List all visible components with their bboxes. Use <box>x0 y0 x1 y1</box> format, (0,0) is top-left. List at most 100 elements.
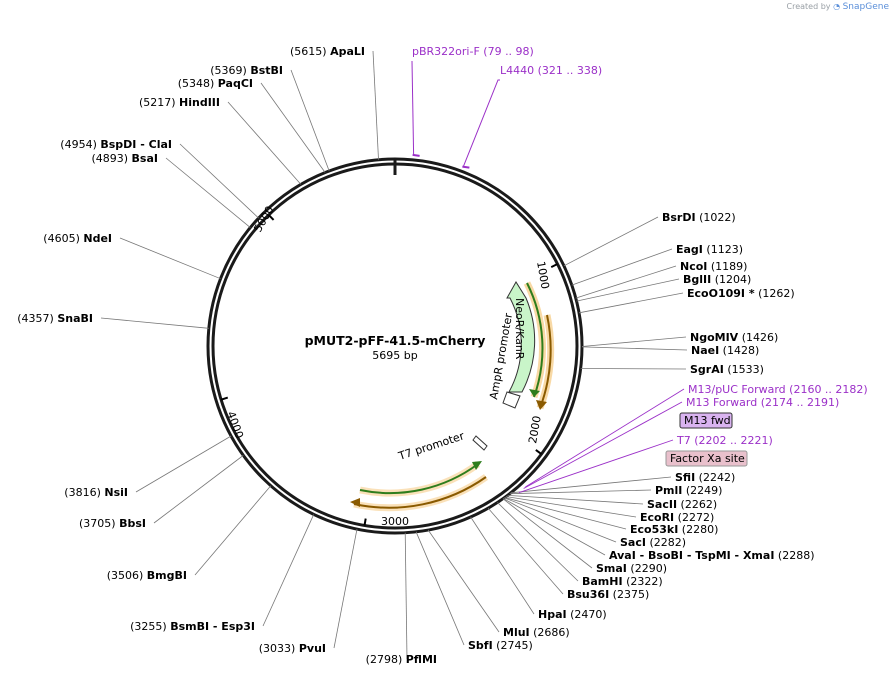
enzyme-site-bamhi[interactable]: BamHI (2322) <box>582 575 663 588</box>
primer-name: M13 Forward <box>686 396 757 409</box>
enzyme-position: (2470) <box>567 608 607 621</box>
plasmid-size: 5695 bp <box>372 349 417 362</box>
primer-pbr322ori-f[interactable]: pBR322ori-F (79 .. 98) <box>412 45 534 58</box>
factor-xa-label: Factor Xa site <box>670 452 745 465</box>
enzyme-position: (2272) <box>674 511 714 524</box>
svg-text:BamHI (2322): BamHI (2322) <box>582 575 663 588</box>
enzyme-site-sacii[interactable]: SacII (2262) <box>647 498 717 511</box>
enzyme-name: SgrAI <box>690 363 724 376</box>
enzyme-site-sbfi[interactable]: SbfI (2745) <box>468 639 533 652</box>
svg-text:pBR322ori-F (79 .. 98): pBR322ori-F (79 .. 98) <box>412 45 534 58</box>
primer-m13-forward[interactable]: M13 Forward (2174 .. 2191) <box>686 396 839 409</box>
svg-text:M13 Forward (2174 .. 2191): M13 Forward (2174 .. 2191) <box>686 396 839 409</box>
primer-l4440[interactable]: L4440 (321 .. 338) <box>500 64 602 77</box>
enzyme-position: (5369) <box>210 64 250 77</box>
svg-text:EcoRI (2272): EcoRI (2272) <box>640 511 714 524</box>
plasmid-name: pMUT2-pFF-41.5-mCherry <box>305 333 486 348</box>
enzyme-site-hpai[interactable]: HpaI (2470) <box>538 608 607 621</box>
tick-mark-1000 <box>550 263 558 269</box>
enzyme-site-pmli[interactable]: PmlI (2249) <box>655 484 722 497</box>
svg-text:(4893) BsaI: (4893) BsaI <box>91 152 158 165</box>
enzyme-site-hindiii[interactable]: (5217) HindIII <box>139 96 220 109</box>
svg-text:(5615) ApaLI: (5615) ApaLI <box>290 45 365 58</box>
enzyme-position: (5348) <box>178 77 218 90</box>
enzyme-site-naei[interactable]: NaeI (1428) <box>691 344 759 357</box>
enzyme-position: (3033) <box>259 642 299 655</box>
enzyme-site-eagi[interactable]: EagI (1123) <box>676 243 743 256</box>
svg-text:(5369) BstBI: (5369) BstBI <box>210 64 283 77</box>
enzyme-site-avai[interactable]: AvaI - BsoBI - TspMI - XmaI (2288) <box>609 549 815 562</box>
primer-m13-puc-forward[interactable]: M13/pUC Forward (2160 .. 2182) <box>688 383 868 396</box>
enzyme-site-bspdi[interactable]: (4954) BspDI - ClaI <box>60 138 172 151</box>
svg-text:NcoI (1189): NcoI (1189) <box>680 260 747 273</box>
enzyme-site-sgrai[interactable]: SgrAI (1533) <box>690 363 764 376</box>
enzyme-site-pvui[interactable]: (3033) PvuI <box>259 642 326 655</box>
enzyme-site-apali[interactable]: (5615) ApaLI <box>290 45 365 58</box>
tick-mark-2000 <box>535 449 543 455</box>
primer-name: pBR322ori-F <box>412 45 480 58</box>
enzyme-site-sfii[interactable]: SfiI (2242) <box>675 471 735 484</box>
enzyme-site-paqci[interactable]: (5348) PaqCI <box>178 77 253 90</box>
neor-kanr-feature[interactable] <box>506 281 536 393</box>
enzyme-site-bsu36i[interactable]: Bsu36I (2375) <box>567 588 649 601</box>
plasmid-backbone <box>206 157 584 535</box>
tick-mark-5000 <box>268 214 275 221</box>
enzyme-site-bsmbi[interactable]: (3255) BsmBI - Esp3I <box>130 620 255 633</box>
enzyme-site-bsrdi[interactable]: BsrDI (1022) <box>662 211 736 224</box>
enzyme-site-nsii[interactable]: (3816) NsiI <box>64 486 128 499</box>
enzyme-name: SacII <box>647 498 677 511</box>
enzyme-site-bglii[interactable]: BglII (1204) <box>683 273 751 286</box>
enzyme-site-bstbi[interactable]: (5369) BstBI <box>210 64 283 77</box>
enzyme-site-bmgbi[interactable]: (3506) BmgBI <box>107 569 187 582</box>
enzyme-name: AvaI <box>609 549 636 562</box>
enzyme-site-ncoi[interactable]: NcoI (1189) <box>680 260 747 273</box>
m13-fwd-box[interactable]: M13 fwd <box>679 412 733 429</box>
neor-kanr-label: NeoR/KanR <box>513 298 526 360</box>
svg-text:(5348) PaqCI: (5348) PaqCI <box>178 77 253 90</box>
factor-xa-box[interactable]: Factor Xa site <box>665 450 748 467</box>
enzyme-name: BsrDI <box>662 211 696 224</box>
enzyme-site-bbsi[interactable]: (3705) BbsI <box>79 517 146 530</box>
enzyme-name: BsaI <box>132 152 158 165</box>
enzyme-site-smai[interactable]: SmaI (2290) <box>596 562 667 575</box>
svg-text:(5217) HindIII: (5217) HindIII <box>139 96 220 109</box>
primer-t7[interactable]: T7 (2202 .. 2221) <box>676 434 773 447</box>
enzyme-position: (2798) <box>366 653 406 666</box>
enzyme-name: Bsu36I <box>567 588 609 601</box>
enzyme-name: NaeI <box>691 344 719 357</box>
enzyme-position: (3255) <box>130 620 170 633</box>
enzyme-name: EcoO109I * <box>687 287 755 300</box>
enzyme-site-bsai[interactable]: (4893) BsaI <box>91 152 158 165</box>
enzyme-name: SmaI <box>596 562 627 575</box>
enzyme-site-mlui[interactable]: MluI (2686) <box>503 626 570 639</box>
enzyme-site-ecoo109i[interactable]: EcoO109I * (1262) <box>687 287 795 300</box>
primer-range: (79 .. 98) <box>480 45 534 58</box>
enzyme-site-ndei[interactable]: (4605) NdeI <box>43 232 112 245</box>
enzyme-position: (5615) <box>290 45 330 58</box>
ampr-promoter-feature[interactable] <box>502 391 521 409</box>
enzyme-site-ngomiv[interactable]: NgoMIV (1426) <box>690 331 778 344</box>
svg-text:(3506) BmgBI: (3506) BmgBI <box>107 569 187 582</box>
enzyme-site-eco53ki[interactable]: Eco53kI (2280) <box>630 523 718 536</box>
svg-text:M13/pUC Forward (2160 .. 21: M13/pUC Forward (2160 .. 2182) <box>688 383 868 396</box>
tick-label-2000: 2000 <box>526 415 544 445</box>
enzyme-name: ApaLI <box>330 45 365 58</box>
enzyme-site-pflmi[interactable]: (2798) PflMI <box>366 653 437 666</box>
tick-mark-4000 <box>220 396 229 401</box>
svg-text:SmaI (2290): SmaI (2290) <box>596 562 667 575</box>
enzyme-position: (1204) <box>711 273 751 286</box>
enzyme-site-saci[interactable]: SacI (2282) <box>620 536 686 549</box>
enzyme-position: (2322) <box>623 575 663 588</box>
enzyme-position: (4893) <box>91 152 131 165</box>
enzyme-name-extra: - ClaI <box>136 138 172 151</box>
svg-text:(3705) BbsI: (3705) BbsI <box>79 517 146 530</box>
t7-promoter-feature[interactable] <box>472 435 488 451</box>
enzyme-position: (2242) <box>695 471 735 484</box>
enzyme-name: MluI <box>503 626 530 639</box>
enzyme-site-ecori[interactable]: EcoRI (2272) <box>640 511 714 524</box>
enzyme-name: SnaBI <box>57 312 93 325</box>
enzyme-name-extra: - Esp3I <box>209 620 255 633</box>
svg-text:NgoMIV (1426): NgoMIV (1426) <box>690 331 778 344</box>
enzyme-site-snabi[interactable]: (4357) SnaBI <box>17 312 93 325</box>
enzyme-name: EagI <box>676 243 703 256</box>
